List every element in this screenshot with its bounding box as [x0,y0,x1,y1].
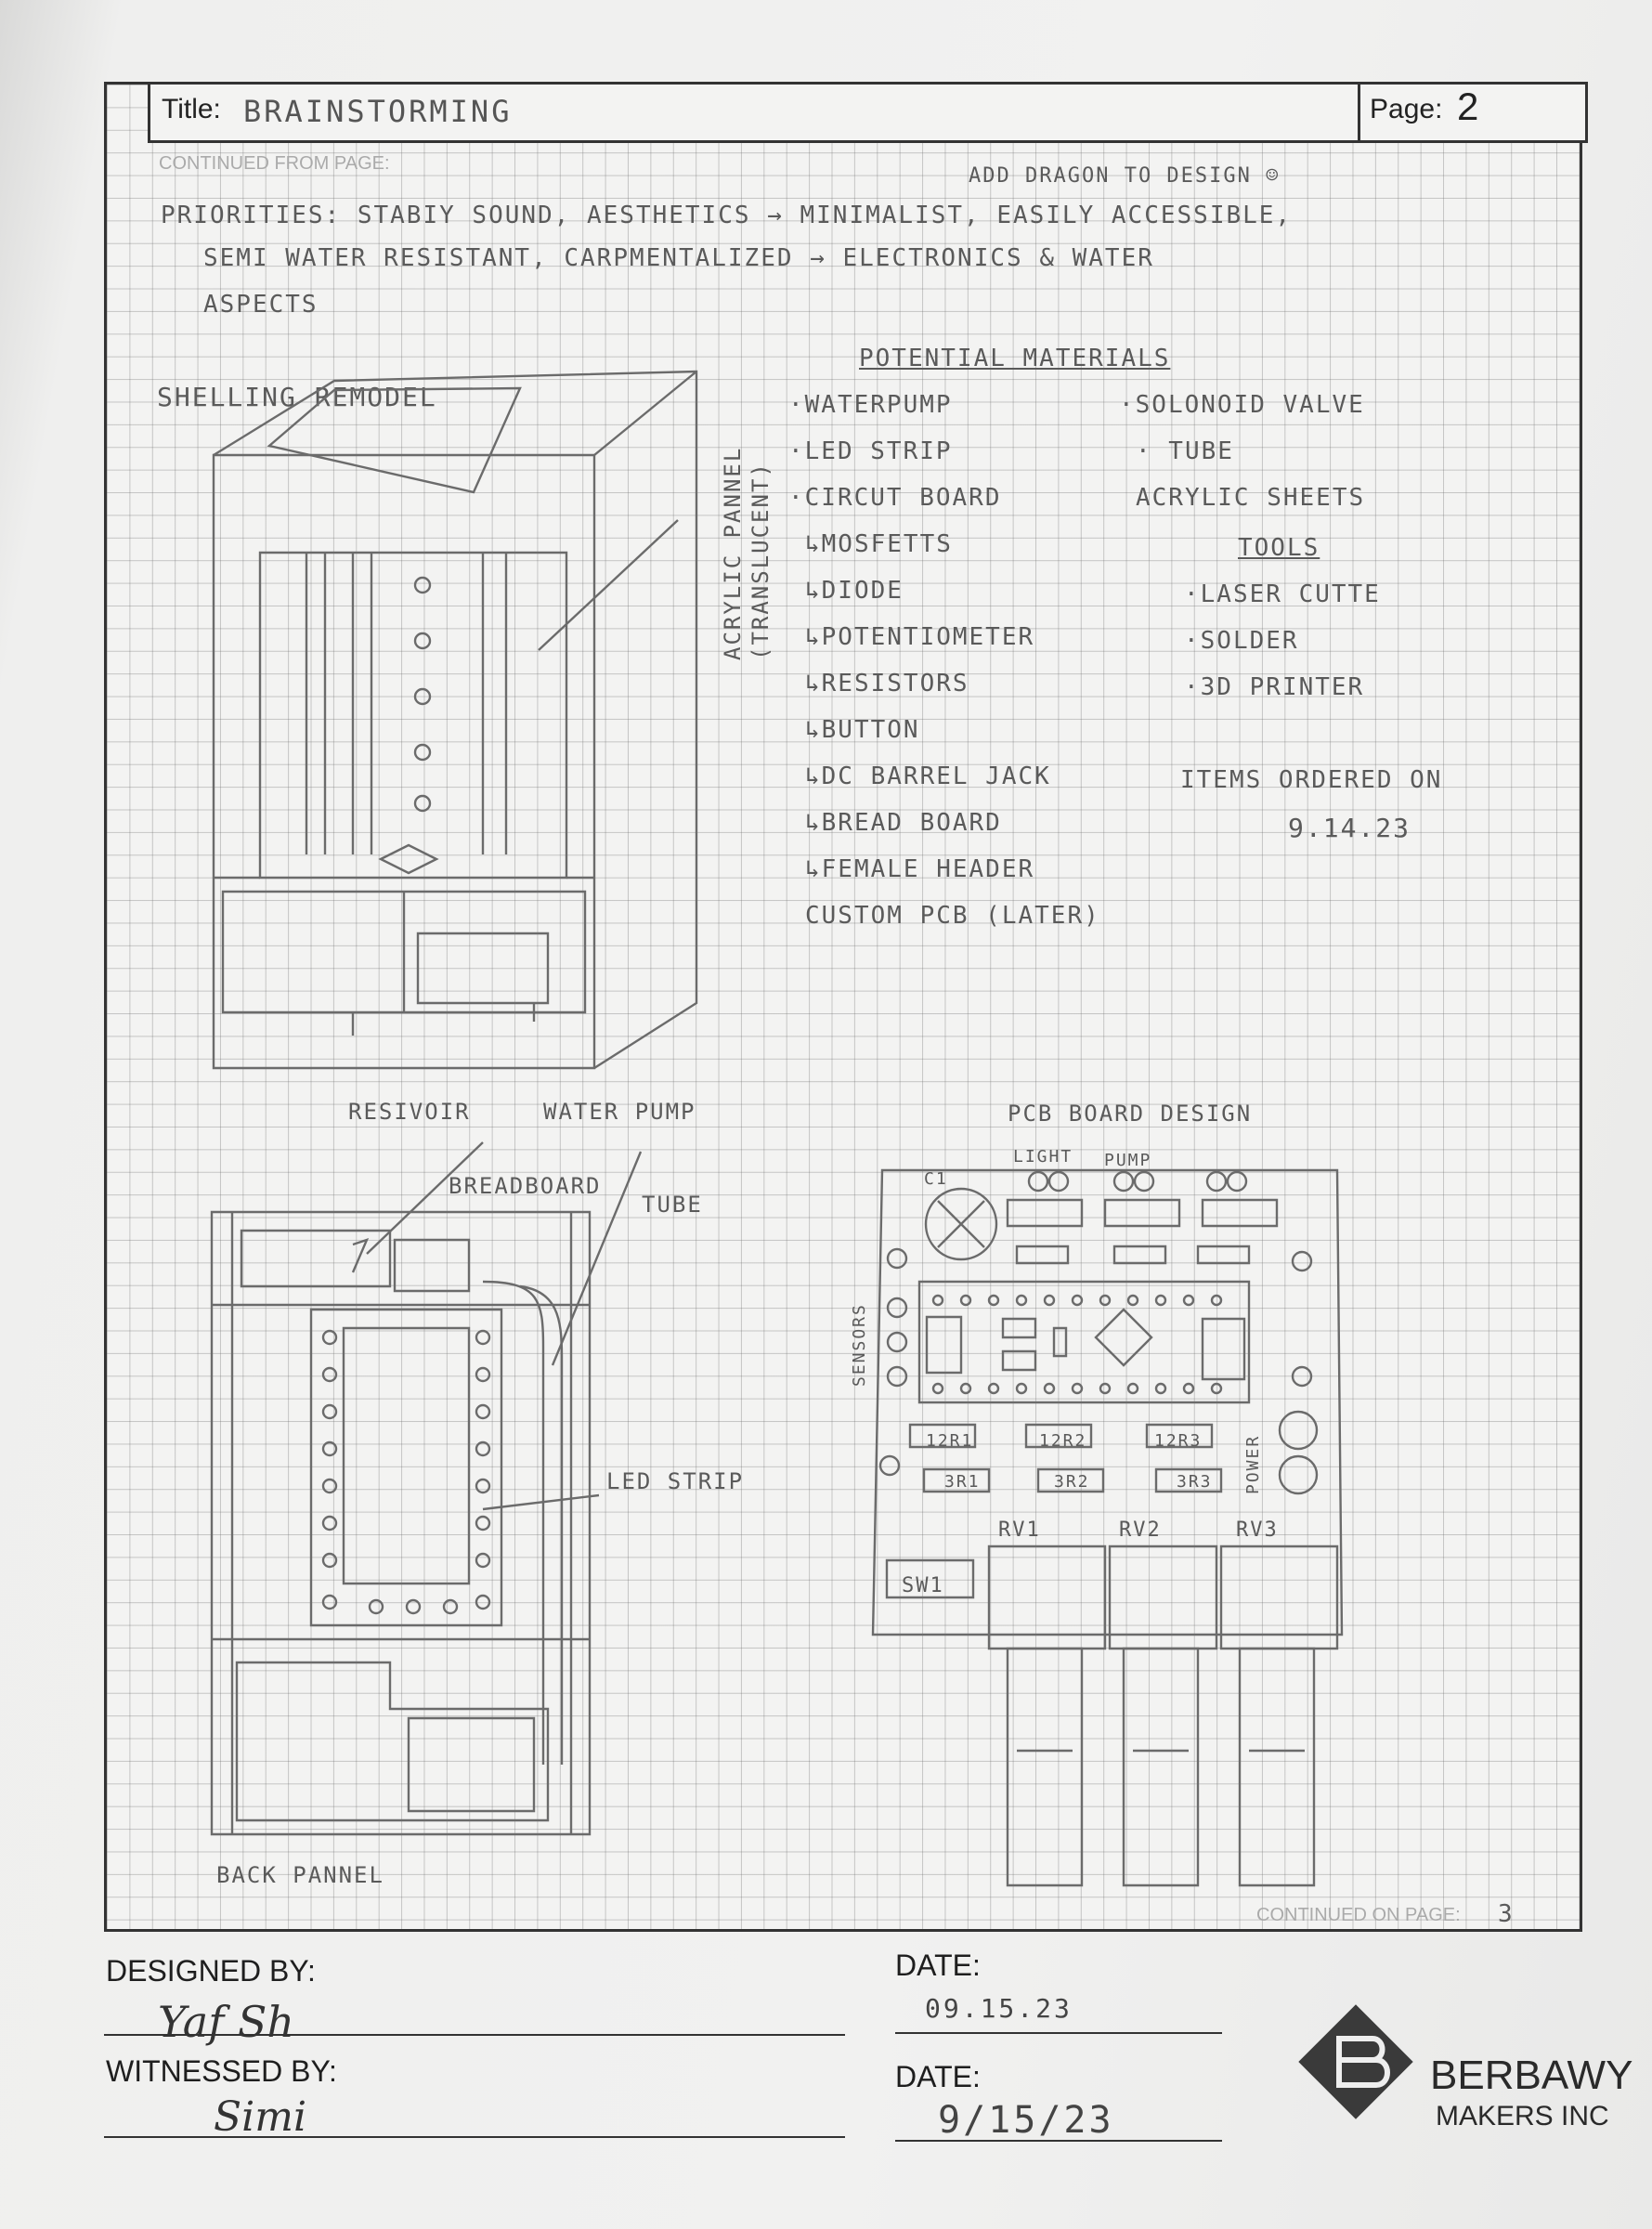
continued-on-value: 3 [1498,1900,1515,1928]
pcb-title: PCB BOARD DESIGN [1008,1101,1253,1127]
material-item: ↳MOSFETTS [805,530,953,558]
tool-item: ·3D PRINTER [1184,673,1365,701]
designed-by-label: DESIGNED BY: [106,1954,316,1988]
pcb-resistor-label: 12R2 [1039,1431,1087,1451]
pcb-resistor-label: 12R3 [1154,1431,1203,1451]
material-item: ↳DIODE [805,577,904,605]
priorities-line-3: ASPECTS [203,291,319,319]
material-item: ·LED STRIP [788,437,953,465]
continued-from-label: CONTINUED FROM PAGE: [159,153,390,174]
brand-name: BERBAWY [1430,2053,1633,2098]
priorities-line-1: PRIORITIES: STABIY SOUND, AESTHETICS → M… [161,202,1293,229]
priorities-line-2: SEMI WATER RESISTANT, CARPMENTALIZED → E… [203,244,1154,272]
date-value-1: 09.15.23 [925,1993,1073,2024]
brand-subtitle: MAKERS INC [1436,2101,1609,2131]
pcb-switch-label: SW1 [902,1574,944,1597]
pcb-c1-label: C1 [924,1169,948,1189]
witnessed-signature-line [104,2136,845,2138]
tool-item: ·SOLDER [1184,627,1299,655]
items-ordered-date: 9.14.23 [1288,813,1411,843]
date-line-1 [895,2032,1222,2034]
led-strip-label: LED STRIP [606,1468,745,1494]
pcb-resistor-label: 12R1 [926,1431,974,1451]
witness-signature: Simi [214,2093,307,2141]
material-item: ·SOLONOID VALVE [1119,391,1365,419]
title-bar: Title: BRAINSTORMING Page: 2 [148,82,1588,143]
material-item: ·WATERPUMP [788,391,953,419]
date-line-2 [895,2140,1222,2142]
material-item: ·CIRCUT BOARD [788,484,1002,512]
material-item: · TUBE [1136,437,1234,465]
water-pump-label: WATER PUMP [543,1099,696,1125]
material-item: ↳BUTTON [805,716,920,744]
date-label-2: DATE: [895,2060,981,2093]
material-item: ↳DC BARREL JACK [805,763,1051,790]
items-ordered-label: ITEMS ORDERED ON [1180,766,1443,794]
title-label: Title: [162,94,221,124]
pcb-rv-label: RV1 [998,1519,1041,1542]
berbawy-logo [1298,2004,1413,2119]
material-item: CUSTOM PCB (LATER) [805,902,1100,930]
continued-on-label: CONTINUED ON PAGE: [1256,1905,1461,1925]
tool-item: ·LASER CUTTE [1184,580,1381,608]
pcb-resistor-label: 3R3 [1177,1472,1213,1492]
reservoir-label: RESIVOIR [348,1099,471,1125]
pcb-resistor-label: 3R2 [1054,1472,1090,1492]
page-number: 2 [1457,85,1479,128]
tools-title: TOOLS [1238,534,1320,562]
material-item: ACRYLIC SHEETS [1136,484,1366,512]
material-item: ↳POTENTIOMETER [805,623,1035,651]
page-number-box: Page: 2 [1358,85,1585,140]
note-add-dragon: ADD DRAGON TO DESIGN ☺ [969,164,1281,188]
pcb-pump-label: PUMP [1104,1151,1152,1170]
designer-signature: Yaf Sh [158,1997,295,2047]
grid-sheet: Title: BRAINSTORMING Page: 2 CONTINUED F… [104,82,1588,1932]
materials-title: POTENTIAL MATERIALS [859,345,1171,372]
back-panel-title: BACK PANNEL [216,1862,384,1888]
material-item: ↳FEMALE HEADER [805,855,1035,883]
tube-label: TUBE [642,1192,703,1218]
page-label: Page: [1370,94,1443,124]
date-value-2: 9/15/23 [938,2099,1114,2142]
material-item: ↳RESISTORS [805,670,969,697]
page-title: BRAINSTORMING [243,94,513,129]
pcb-resistor-label: 3R1 [944,1472,981,1492]
witnessed-by-label: WITNESSED BY: [106,2054,337,2088]
shelling-title: SHELLING REMODEL [157,382,437,412]
pcb-rv-label: RV2 [1119,1519,1162,1542]
designed-signature-line [104,2034,845,2036]
date-label-1: DATE: [895,1949,981,1982]
material-item: ↳BREAD BOARD [805,809,1002,837]
pcb-light-label: LIGHT [1013,1147,1073,1167]
breadboard-label: BREADBOARD [449,1173,602,1199]
pcb-rv-label: RV3 [1236,1519,1279,1542]
